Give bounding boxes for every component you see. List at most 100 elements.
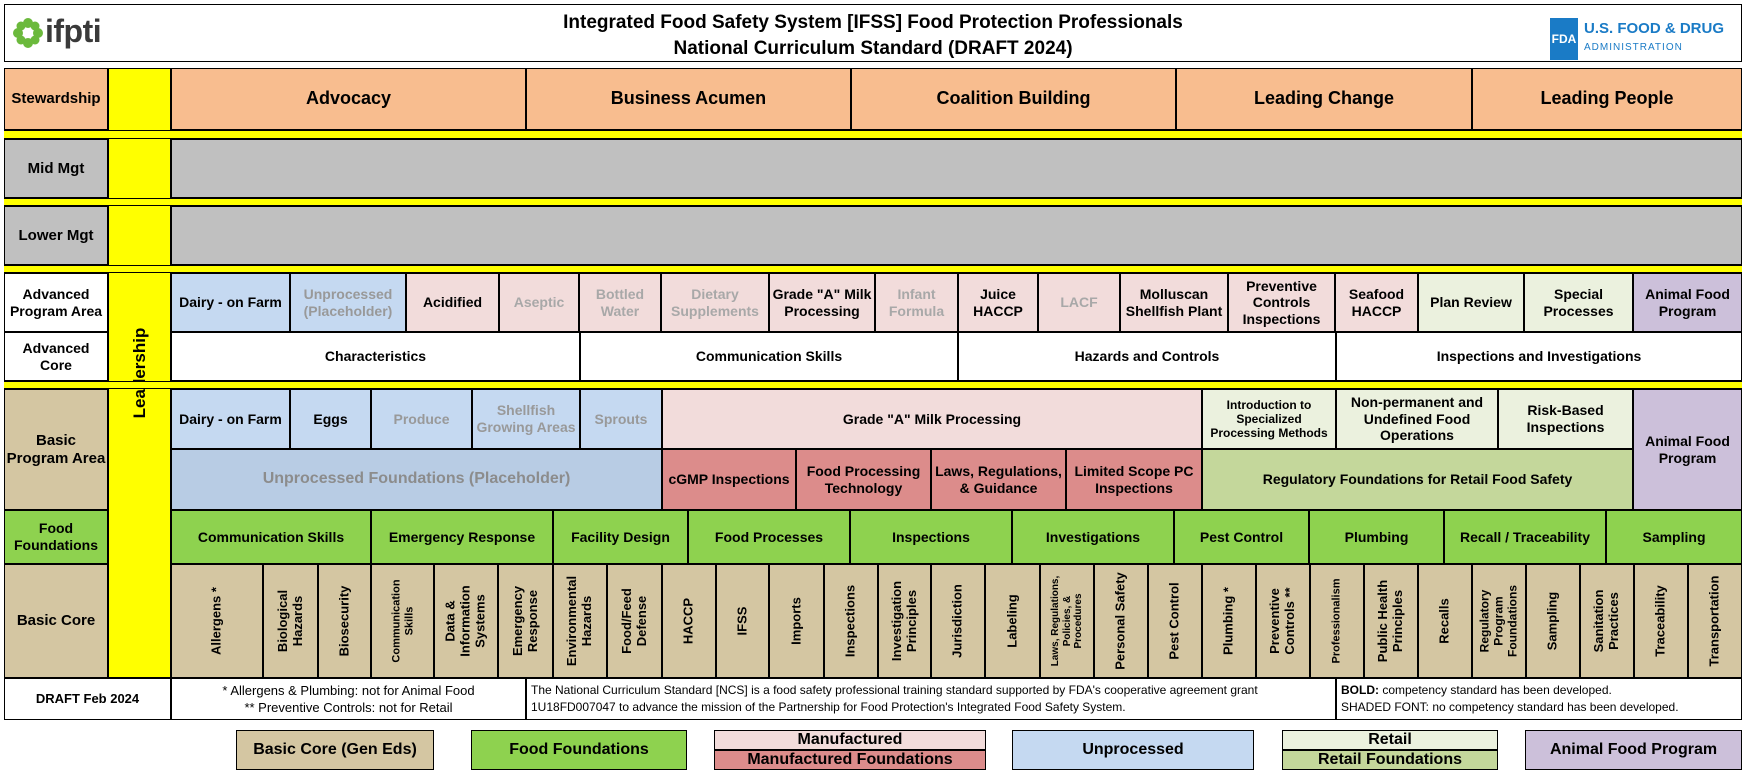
basic-program-retail-foundations: Regulatory Foundations for Retail Food S… bbox=[1202, 449, 1633, 510]
row-label-lower-mgt: Lower Mgt bbox=[4, 206, 108, 265]
stewardship-coalition-building: Coalition Building bbox=[851, 68, 1176, 130]
basic-core-environmental-hazards: Environmental Hazards bbox=[553, 564, 607, 678]
legend-manufactured-foundations: Manufactured Foundations bbox=[714, 750, 986, 770]
basic-core-recalls: Recalls bbox=[1418, 564, 1472, 678]
stewardship-business-acumen: Business Acumen bbox=[526, 68, 851, 130]
font-key-shaded: SHADED FONT: no competency standard has … bbox=[1341, 700, 1679, 714]
stewardship-leading-people: Leading People bbox=[1472, 68, 1742, 130]
adv-program-unprocessed: Unprocessed (Placeholder) bbox=[290, 273, 406, 332]
adv-program-aseptic: Aseptic bbox=[499, 273, 579, 332]
adv-program-lacf: LACF bbox=[1038, 273, 1120, 332]
food-foundation-pest-control: Pest Control bbox=[1174, 510, 1309, 564]
basic-core-communication-skills: Communication Skills bbox=[371, 564, 434, 678]
adv-program-molluscan-shellfish: Molluscan Shellfish Plant bbox=[1120, 273, 1228, 332]
leadership-label: Leadership bbox=[129, 327, 149, 419]
font-key: BOLD: competency standard has been devel… bbox=[1336, 678, 1742, 720]
title-line-2: National Curriculum Standard (DRAFT 2024… bbox=[673, 38, 1073, 59]
basic-program-grade-a-milk: Grade "A" Milk Processing bbox=[662, 389, 1202, 449]
food-foundation-emergency-response: Emergency Response bbox=[371, 510, 553, 564]
row-label-stewardship: Stewardship bbox=[4, 68, 108, 130]
basic-program-eggs: Eggs bbox=[290, 389, 371, 449]
row-label-basic-program-area: Basic Program Area bbox=[4, 389, 108, 510]
adv-program-acidified: Acidified bbox=[406, 273, 499, 332]
basic-core-inspections: Inspections bbox=[824, 564, 878, 678]
adv-program-seafood-haccp: Seafood HACCP bbox=[1335, 273, 1418, 332]
separator-bar bbox=[4, 198, 1742, 206]
basic-program-animal-food: Animal Food Program bbox=[1633, 389, 1742, 510]
basic-core-emergency-response: Emergency Response bbox=[498, 564, 553, 678]
basic-core-imports: Imports bbox=[769, 564, 824, 678]
title-line-1: Integrated Food Safety System [IFSS] Foo… bbox=[563, 12, 1183, 33]
basic-program-unprocessed-foundations: Unprocessed Foundations (Placeholder) bbox=[171, 449, 662, 510]
row-label-advanced-core: Advanced Core bbox=[4, 332, 108, 381]
basic-core-food-feed-defense: Food/Feed Defense bbox=[607, 564, 662, 678]
lower-mgt-area bbox=[171, 206, 1742, 265]
food-foundation-food-processes: Food Processes bbox=[688, 510, 850, 564]
basic-program-cgmp: cGMP Inspections bbox=[662, 449, 796, 510]
legend-food-foundations: Food Foundations bbox=[471, 730, 687, 770]
adv-core-communication-skills: Communication Skills bbox=[580, 332, 958, 381]
basic-program-laws-regulations: Laws, Regulations, & Guidance bbox=[931, 449, 1066, 510]
legend-retail-foundations: Retail Foundations bbox=[1282, 750, 1498, 770]
adv-program-special-processes: Special Processes bbox=[1524, 273, 1633, 332]
row-label-basic-core: Basic Core bbox=[4, 564, 108, 678]
page-title: Integrated Food Safety System [IFSS] Foo… bbox=[300, 10, 1446, 62]
basic-core-ifss: IFSS bbox=[716, 564, 769, 678]
row-label-mid-mgt: Mid Mgt bbox=[4, 139, 108, 198]
fda-name: U.S. FOOD & DRUG bbox=[1584, 20, 1725, 37]
basic-core-investigation-principles: Investigation Principles bbox=[878, 564, 931, 678]
fda-subname: ADMINISTRATION bbox=[1584, 42, 1683, 53]
food-foundation-inspections: Inspections bbox=[850, 510, 1012, 564]
fda-badge: FDA bbox=[1550, 18, 1578, 60]
basic-core-transportation: Transportation bbox=[1688, 564, 1742, 678]
basic-core-preventive-controls: Preventive Controls ** bbox=[1256, 564, 1310, 678]
footnote-preventive-controls: ** Preventive Controls: not for Retail bbox=[244, 700, 453, 715]
adv-program-dietary-supplements: Dietary Supplements bbox=[661, 273, 769, 332]
flower-icon bbox=[13, 18, 43, 48]
header-frame bbox=[4, 4, 1742, 62]
adv-program-grade-a-milk: Grade "A" Milk Processing bbox=[769, 273, 875, 332]
food-foundation-sampling: Sampling bbox=[1606, 510, 1742, 564]
basic-program-sprouts: Sprouts bbox=[580, 389, 662, 449]
adv-core-hazards-controls: Hazards and Controls bbox=[958, 332, 1336, 381]
row-label-food-foundations: Food Foundations bbox=[4, 510, 108, 564]
food-foundation-communication-skills: Communication Skills bbox=[171, 510, 371, 564]
basic-core-jurisdiction: Jurisdiction bbox=[931, 564, 985, 678]
basic-core-allergens: Allergens * bbox=[171, 564, 263, 678]
ifpti-logo-text: ifpti bbox=[45, 13, 102, 49]
basic-core-plumbing: Plumbing * bbox=[1202, 564, 1256, 678]
draft-label: DRAFT Feb 2024 bbox=[4, 678, 171, 720]
stewardship-leading-change: Leading Change bbox=[1176, 68, 1472, 130]
basic-program-produce: Produce bbox=[371, 389, 472, 449]
adv-core-inspections-investigations: Inspections and Investigations bbox=[1336, 332, 1742, 381]
separator-bar bbox=[4, 130, 1742, 139]
row-label-advanced-program-area: Advanced Program Area bbox=[4, 273, 108, 332]
adv-core-characteristics: Characteristics bbox=[171, 332, 580, 381]
basic-program-shellfish: Shellfish Growing Areas bbox=[472, 389, 580, 449]
basic-program-risk-based: Risk-Based Inspections bbox=[1498, 389, 1633, 449]
basic-core-haccp: HACCP bbox=[662, 564, 716, 678]
legend-basic-core: Basic Core (Gen Eds) bbox=[236, 730, 434, 770]
basic-core-regulatory-program-foundations: Regulatory Program Foundations bbox=[1472, 564, 1526, 678]
basic-core-biosecurity: Biosecurity bbox=[318, 564, 371, 678]
food-foundation-investigations: Investigations bbox=[1012, 510, 1174, 564]
basic-core-labeling: Labeling bbox=[985, 564, 1040, 678]
basic-core-sanitation-practices: Sanitation Practices bbox=[1580, 564, 1634, 678]
stewardship-advocacy: Advocacy bbox=[171, 68, 526, 130]
basic-core-professionalism: Professionalism bbox=[1310, 564, 1364, 678]
font-key-bold: BOLD: competency standard has been devel… bbox=[1341, 683, 1612, 697]
ncs-description: The National Curriculum Standard [NCS] i… bbox=[526, 678, 1336, 720]
legend-retail: Retail bbox=[1282, 730, 1498, 750]
adv-program-juice-haccp: Juice HACCP bbox=[958, 273, 1038, 332]
food-foundation-plumbing: Plumbing bbox=[1309, 510, 1444, 564]
separator-bar bbox=[4, 381, 1742, 389]
adv-program-plan-review: Plan Review bbox=[1418, 273, 1524, 332]
basic-core-laws-regulations: Laws, Regulations, Policies, & Procedure… bbox=[1040, 564, 1094, 678]
basic-program-dairy-on-farm: Dairy - on Farm bbox=[171, 389, 290, 449]
adv-program-bottled-water: Bottled Water bbox=[579, 273, 661, 332]
footnotes: * Allergens & Plumbing: not for Animal F… bbox=[171, 678, 526, 720]
legend-unprocessed: Unprocessed bbox=[1012, 730, 1254, 770]
legend-manufactured: Manufactured bbox=[714, 730, 986, 750]
footnote-allergens: * Allergens & Plumbing: not for Animal F… bbox=[222, 683, 475, 698]
basic-core-personal-safety: Personal Safety bbox=[1094, 564, 1148, 678]
